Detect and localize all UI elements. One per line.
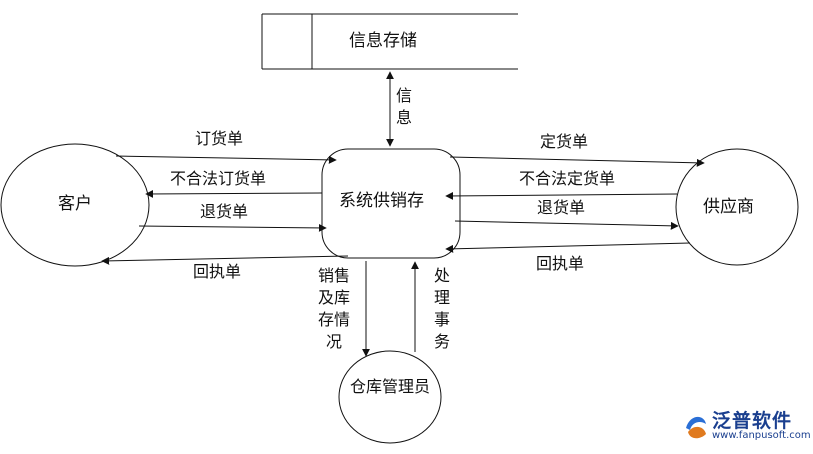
sup-receipt-label: 回执单 [536, 254, 585, 273]
cust-return-arrow [138, 223, 327, 232]
cust-illegal-label: 不合法订货单 [170, 169, 267, 188]
system-node [321, 148, 461, 259]
sales-stock-label: 销售及库存情况 [317, 266, 350, 351]
customer-label: 客户 [58, 194, 92, 214]
logo-name: 泛普软件 [712, 410, 793, 432]
cust-illegal-arrow [145, 189, 323, 198]
sup-order-label: 定货单 [540, 132, 589, 151]
datastore-label: 信息存储 [349, 31, 417, 51]
cust-order-arrow [115, 155, 337, 164]
cust-order-label: 订货单 [195, 129, 244, 148]
supplier-node [675, 148, 799, 266]
cust-receipt-label: 回执单 [193, 262, 242, 281]
warehouse-node [338, 350, 442, 444]
sup-return-arrow [454, 220, 679, 230]
info-label: 信息 [395, 86, 412, 127]
fanpu-logo: 泛普软件 www.fanpusoft.com [682, 404, 811, 448]
cust-return-label: 退货单 [200, 202, 249, 221]
sup-illegal-arrow [445, 191, 678, 200]
system-label: 系统供销存 [339, 191, 424, 211]
sup-illegal-label: 不合法定货单 [519, 169, 616, 188]
supplier-label: 供应商 [703, 197, 754, 217]
datastore-shape [261, 13, 518, 70]
warehouse-label: 仓库管理员 [349, 377, 430, 396]
sup-return-label: 退货单 [537, 198, 586, 217]
cust-receipt-arrow [101, 255, 349, 265]
logo-url: www.fanpusoft.com [712, 430, 811, 441]
sup-order-arrow [449, 156, 705, 167]
sup-receipt-arrow [445, 242, 691, 253]
process-label: 处理事务 [433, 266, 450, 351]
customer-node [0, 143, 150, 267]
fanpu-logo-icon [686, 416, 706, 439]
